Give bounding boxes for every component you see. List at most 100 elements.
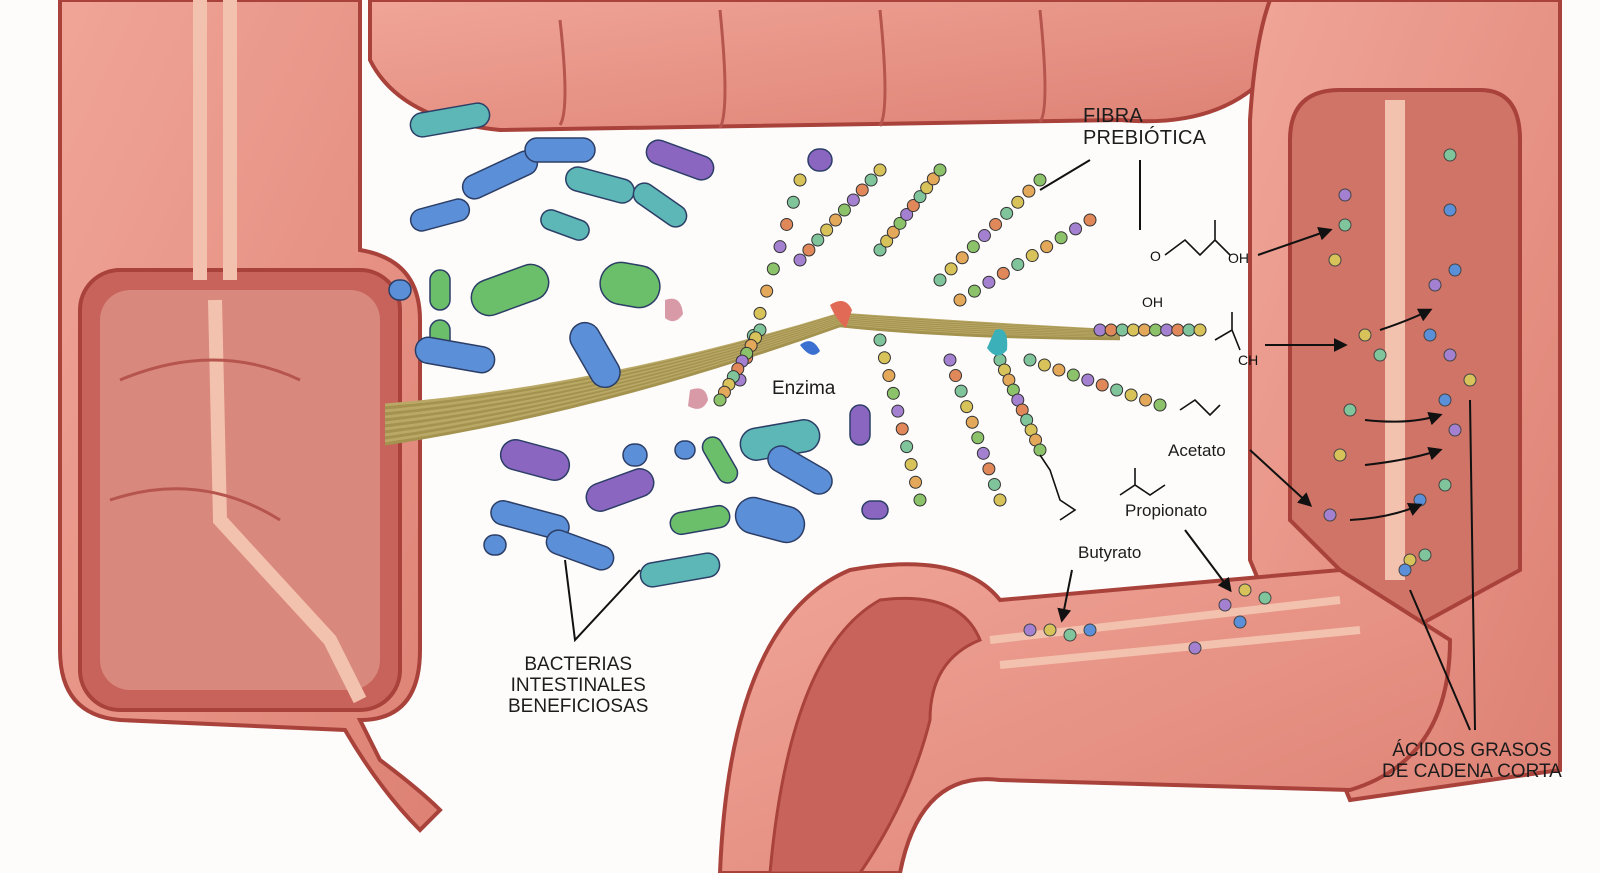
label-line: INTESTINALES [510,675,646,696]
scfa-molecule-icon [1338,218,1352,232]
sugar-bead [1095,378,1109,392]
sugar-bead [989,217,1003,231]
label-propionate: Propionato [1125,501,1208,520]
sugar-bead [909,475,923,489]
sugar-bead [760,284,774,298]
sugar-bead [820,223,834,237]
bacterium-icon [599,261,661,309]
label-line: ÁCIDOS GRASOS [1392,740,1552,761]
label-line: BACTERIAS [524,654,633,675]
chem-label: CH [1238,352,1259,368]
scfa-molecules [1023,148,1477,655]
sugar-bead [1124,388,1138,402]
chemical-structures [1039,220,1241,521]
sugar-bead [793,173,807,187]
sugar-bead [886,386,900,400]
sugar-bead [1126,323,1140,337]
bacterium-icon [565,166,635,204]
sugar-bead [1011,195,1025,209]
sugar-bead [926,172,940,186]
sugar-bead [987,477,1001,491]
sugar-bead [773,240,787,254]
sugar-bead [873,163,887,177]
sugar-bead [753,306,767,320]
scfa-molecule-icon [1233,615,1247,629]
sugar-bead [1054,231,1068,245]
sugar-bead [1040,240,1054,254]
chem-label: O [1150,248,1161,264]
bacterium-icon [639,552,721,588]
bacterium-icon [388,279,412,301]
sugar-bead [1033,443,1047,457]
sugar-bead [837,203,851,217]
sugar-bead [864,173,878,187]
label-butyrate: Butyrato [1078,543,1142,562]
sugar-bead [1066,368,1080,382]
sugar-bead [954,384,968,398]
scfa-molecule-icon [1423,328,1437,342]
sugar-bead [1000,206,1014,220]
scfa-molecule-icon [1188,641,1202,655]
sugar-bead [913,493,927,507]
label-enzyme: Enzima [772,378,836,399]
scfa-molecule-icon [1238,583,1252,597]
scfa-molecule-icon [1413,493,1427,507]
sugar-bead [933,163,947,177]
sugar-bead [1023,353,1037,367]
sugar-bead [1137,323,1151,337]
bacteria-group [388,102,889,588]
annotation-lines [564,159,1476,731]
sugar-bead [993,493,1007,507]
sugar-bead [1011,257,1025,271]
sugar-bead [1081,373,1095,387]
bacterium-icon [849,404,871,446]
scfa-molecule-icon [1083,623,1097,637]
scfa-molecule-icon [1343,403,1357,417]
sugar-bead [1115,323,1129,337]
fiber-sugar-chains [713,163,1207,507]
sugar-bead [967,284,981,298]
bacterium-icon [483,534,507,556]
bacterium-icon [807,148,833,172]
sugar-bead [966,240,980,254]
sugar-bead [1093,323,1107,337]
bacterium-icon [669,504,731,536]
enzyme-icon [800,341,820,355]
sugar-bead [1025,249,1039,263]
enzyme-icon [987,329,1008,356]
sugar-bead [1069,222,1083,236]
sugar-bead [882,369,896,383]
sugar-bead [996,266,1010,280]
sugar-bead [877,351,891,365]
scfa-molecule-icon [1258,591,1272,605]
sugar-bead [1033,173,1047,187]
sugar-bead [1139,393,1153,407]
bacterium-icon [569,321,621,389]
sugar-bead [786,195,800,209]
enzyme-icon [830,301,852,328]
scfa-molecule-icon [1438,393,1452,407]
scfa-molecule-icon [1358,328,1372,342]
scfa-molecule-icon [1418,548,1432,562]
sugar-bead [982,275,996,289]
scfa-molecule-icon [1438,478,1452,492]
sugar-bead [953,293,967,307]
sugar-bead [886,225,900,239]
label-beneficial-bacteria: BACTERIAS INTESTINALES BENEFICIOSAS [508,654,648,717]
sugar-bead [893,216,907,230]
scfa-molecule-icon [1448,263,1462,277]
label-prebiotic-fiber: FIBRA PREBIÓTICA [1083,105,1206,149]
scfa-molecule-icon [1463,373,1477,387]
sugar-bead [1171,323,1185,337]
scfa-molecule-icon [1443,203,1457,217]
sugar-bead [1083,213,1097,227]
label-short-chain-fatty-acids: ÁCIDOS GRASOS DE CADENA CORTA [1382,740,1562,782]
sugar-bead [895,422,909,436]
sugar-bead [977,229,991,243]
scfa-molecule-icon [1328,253,1342,267]
sugar-bead [1022,184,1036,198]
ascending-colon [58,0,443,833]
scfa-molecule-icon [1043,623,1057,637]
sugar-bead [880,234,894,248]
sugar-bead [976,446,990,460]
